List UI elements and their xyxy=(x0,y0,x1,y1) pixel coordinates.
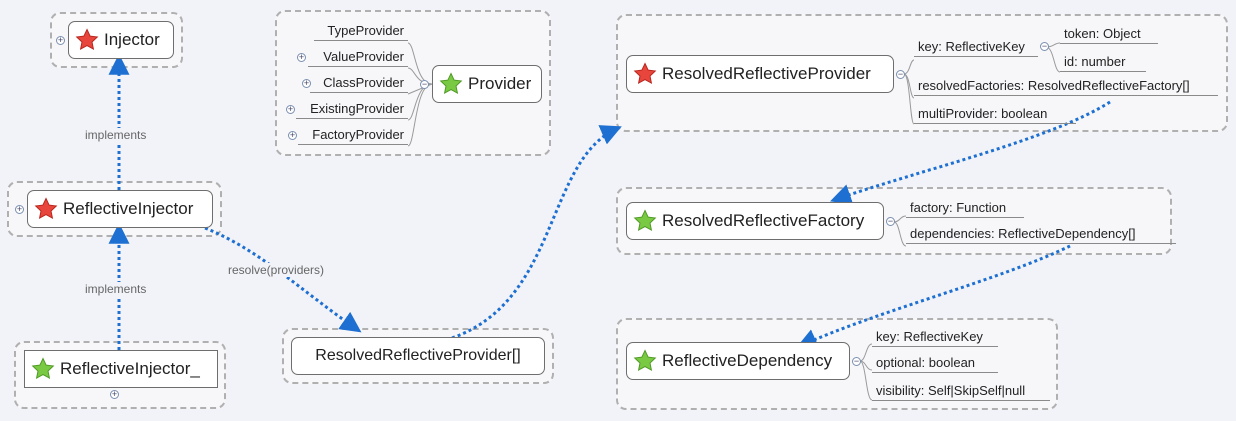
node-label: Injector xyxy=(104,30,160,49)
node-label: ReflectiveInjector xyxy=(63,199,194,218)
provider-type-item[interactable]: ClassProvider xyxy=(310,74,408,93)
field-resolved-factories[interactable]: resolvedFactories: ResolvedReflectiveFac… xyxy=(914,77,1218,96)
field-factory[interactable]: factory: Function xyxy=(906,199,1024,218)
node-resolved-reflective-provider[interactable]: ResolvedReflectiveProvider xyxy=(626,55,894,93)
edge-label-resolve: resolve(providers) xyxy=(228,263,325,277)
expand-toggle-icon[interactable] xyxy=(15,205,24,214)
red-star-icon xyxy=(75,28,99,52)
edge-label-implements-top: implements xyxy=(85,128,147,142)
dependencies-to-dependency-arrow xyxy=(796,244,1071,349)
collapse-toggle-icon[interactable] xyxy=(852,357,861,366)
green-star-icon xyxy=(633,209,657,233)
provider-type-item[interactable]: ExistingProvider xyxy=(296,100,408,119)
field-dependency-visibility[interactable]: visibility: Self|SkipSelf|null xyxy=(872,382,1050,401)
node-label: ResolvedReflectiveProvider xyxy=(662,64,871,83)
green-star-icon xyxy=(31,357,55,381)
node-label: Provider xyxy=(468,74,532,93)
edge-label-implements-bottom: implements xyxy=(85,282,147,296)
node-reflective-dependency[interactable]: ReflectiveDependency xyxy=(626,342,850,380)
field-key[interactable]: key: ReflectiveKey xyxy=(914,38,1038,57)
node-label: ReflectiveDependency xyxy=(662,351,833,370)
node-injector[interactable]: Injector xyxy=(68,21,174,59)
node-reflective-injector[interactable]: ReflectiveInjector xyxy=(27,190,213,228)
collapse-toggle-icon[interactable] xyxy=(420,80,429,89)
expand-toggle-icon[interactable] xyxy=(302,79,311,88)
collapse-toggle-icon[interactable] xyxy=(886,217,895,226)
field-dependencies[interactable]: dependencies: ReflectiveDependency[] xyxy=(906,225,1176,244)
field-dependency-optional[interactable]: optional: boolean xyxy=(872,354,998,373)
provider-branch-lines xyxy=(407,42,433,147)
node-provider[interactable]: Provider xyxy=(432,65,542,103)
node-label: ResolvedReflectiveFactory xyxy=(662,211,865,230)
node-label: ReflectiveInjector_ xyxy=(60,359,200,378)
expand-toggle-icon[interactable] xyxy=(297,53,306,62)
node-resolved-provider-array[interactable]: ResolvedReflectiveProvider[] xyxy=(291,337,545,375)
collapse-toggle-icon[interactable] xyxy=(1040,42,1049,51)
expand-toggle-icon[interactable] xyxy=(56,36,65,45)
collapse-toggle-icon[interactable] xyxy=(896,70,905,79)
node-reflective-injector-impl[interactable]: ReflectiveInjector_ xyxy=(24,350,218,388)
dependency-branch-lines xyxy=(859,343,873,401)
factories-to-factory-arrow xyxy=(830,100,1111,205)
group-resolved-reflective-provider xyxy=(616,14,1228,132)
expand-toggle-icon[interactable] xyxy=(288,131,297,140)
resolve-arrow xyxy=(204,226,362,333)
field-key-id[interactable]: id: number xyxy=(1060,53,1146,72)
provider-type-item[interactable]: FactoryProvider xyxy=(298,126,408,145)
expand-toggle-icon[interactable] xyxy=(286,105,295,114)
green-star-icon xyxy=(439,72,463,96)
provider-type-item[interactable]: ValueProvider xyxy=(308,48,408,67)
green-star-icon xyxy=(633,349,657,373)
resolved-factory-branch-lines xyxy=(893,215,907,247)
provider-type-item[interactable]: TypeProvider xyxy=(314,22,408,41)
red-star-icon xyxy=(633,62,657,86)
node-resolved-reflective-factory[interactable]: ResolvedReflectiveFactory xyxy=(626,202,884,240)
field-multi-provider[interactable]: multiProvider: boolean xyxy=(914,105,1076,124)
field-key-token[interactable]: token: Object xyxy=(1060,25,1158,44)
expand-toggle-icon[interactable] xyxy=(110,390,119,399)
red-star-icon xyxy=(34,197,58,221)
node-label: ResolvedReflectiveProvider[] xyxy=(315,347,521,364)
field-dependency-key[interactable]: key: ReflectiveKey xyxy=(872,328,998,347)
array-to-provider-arrow xyxy=(451,125,622,340)
